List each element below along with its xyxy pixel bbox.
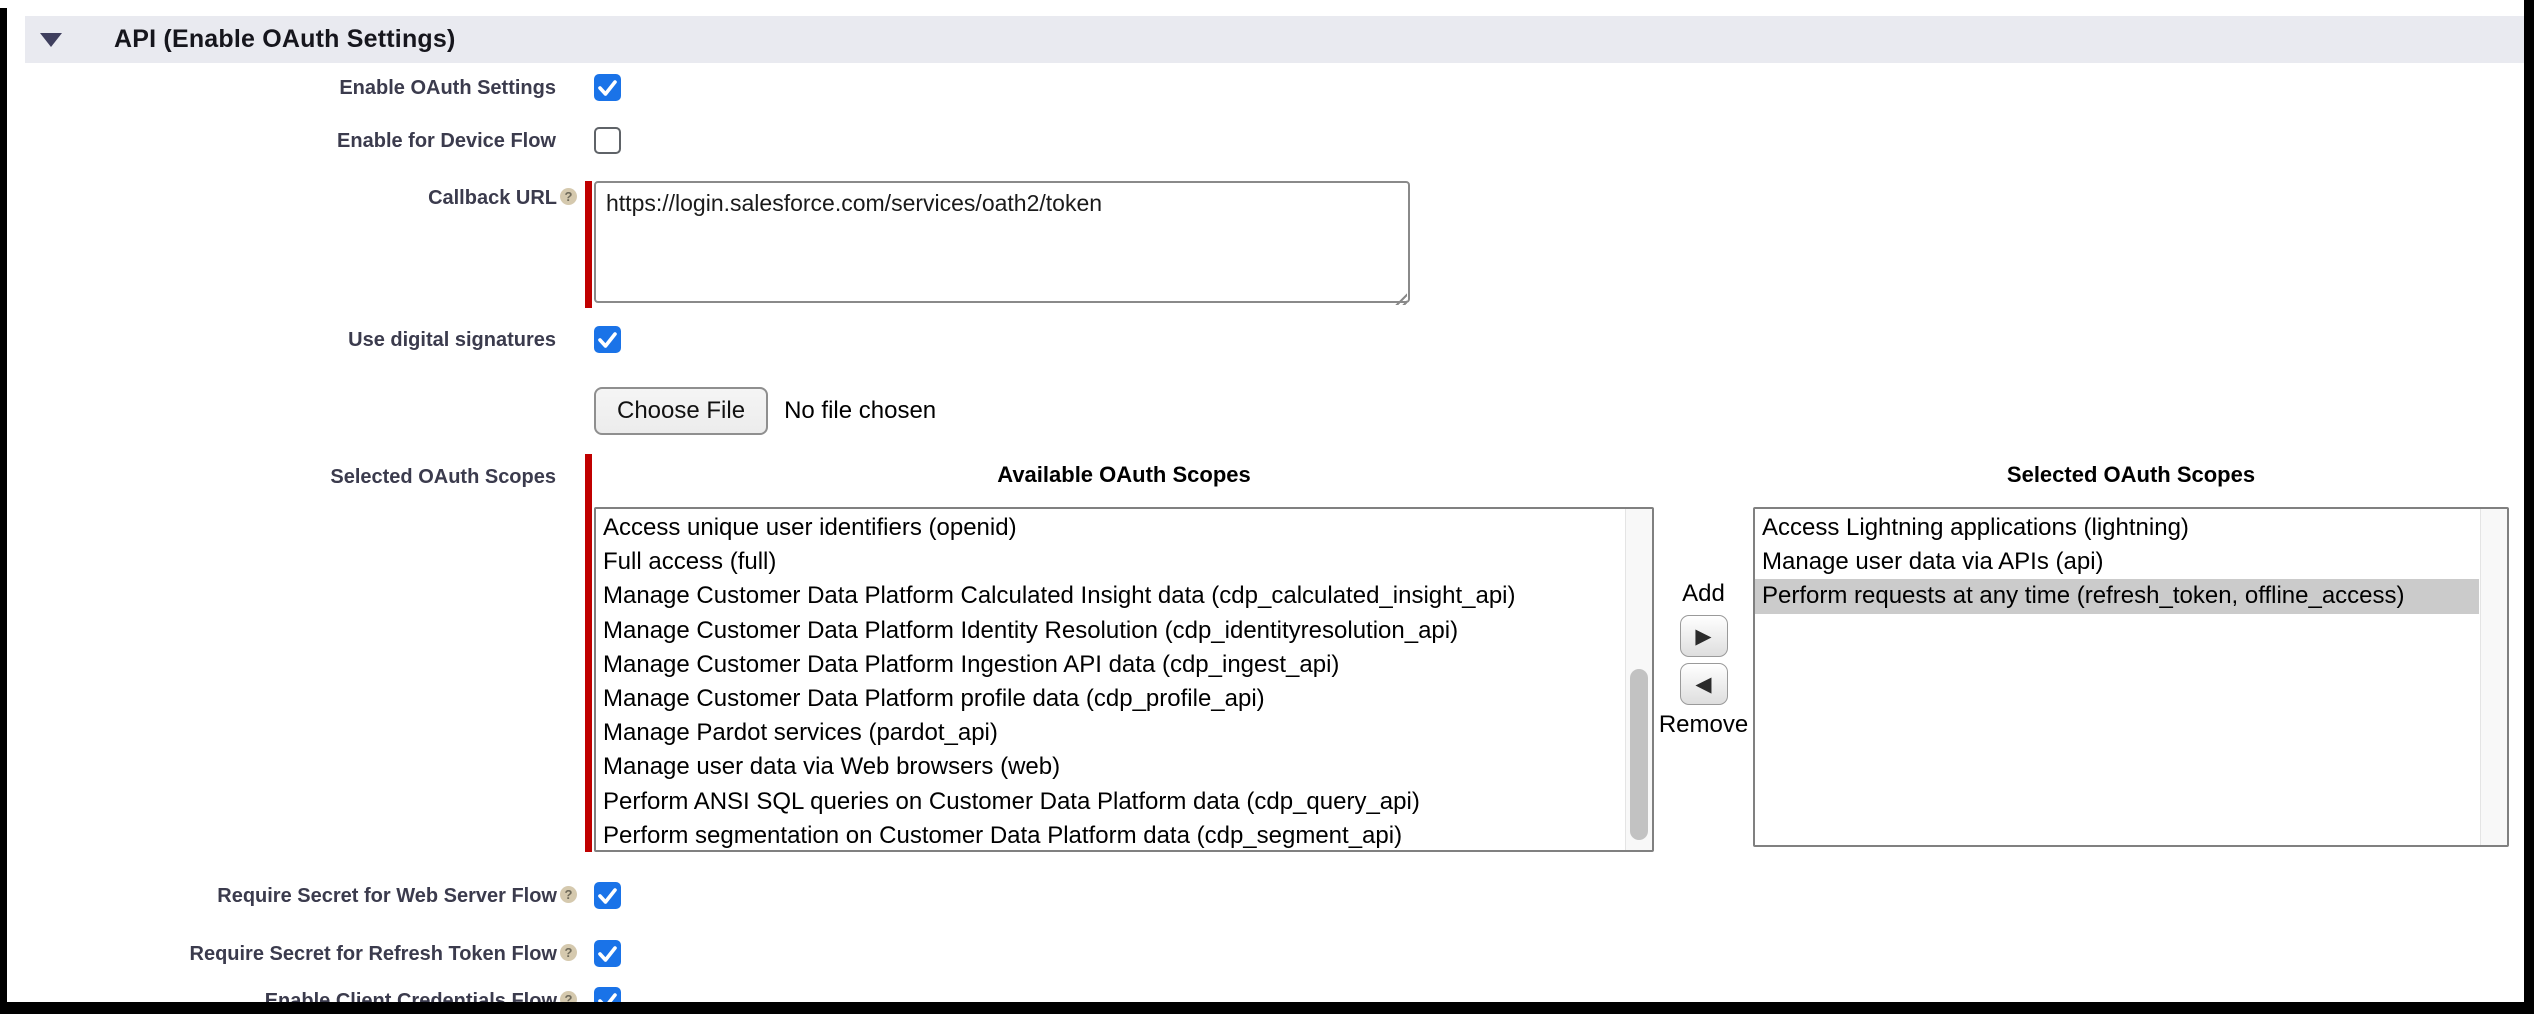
require-secret-web-checkbox[interactable] xyxy=(594,882,621,909)
enable-oauth-checkbox[interactable] xyxy=(594,74,621,101)
remove-label: Remove xyxy=(1658,711,1749,738)
available-scope-option[interactable]: Full access (full) xyxy=(603,548,777,576)
oauth-scopes-row: Selected OAuth Scopes Available OAuth Sc… xyxy=(0,454,2534,852)
available-scope-option[interactable]: Manage Customer Data Platform Ingestion … xyxy=(603,650,1340,678)
selected-scopes-scrollbar[interactable] xyxy=(2480,509,2507,845)
help-icon[interactable]: ? xyxy=(560,943,577,961)
callback-url-label: Callback URL? xyxy=(0,181,577,211)
device-flow-label: Enable for Device Flow xyxy=(337,129,556,152)
available-scopes-list[interactable]: Access unique user identifiers (openid) F… xyxy=(594,507,1654,852)
require-secret-refresh-checkbox[interactable] xyxy=(594,940,621,967)
available-scope-option[interactable]: Perform ANSI SQL queries on Customer Dat… xyxy=(603,787,1420,815)
section-title: API (Enable OAuth Settings) xyxy=(114,25,456,53)
available-scope-option[interactable]: Manage user data via Web browsers (web) xyxy=(603,753,1061,781)
available-scope-option[interactable]: Manage Customer Data Platform profile da… xyxy=(603,685,1265,713)
choose-file-button[interactable]: Choose File xyxy=(594,387,769,435)
selected-scopes-list[interactable]: Access Lightning applications (lightning… xyxy=(1753,507,2509,847)
device-flow-row: Enable for Device Flow xyxy=(0,127,2534,154)
selected-scope-option[interactable]: Manage user data via APIs (api) xyxy=(1762,548,2104,576)
oauth-scopes-label: Selected OAuth Scopes xyxy=(330,466,556,488)
add-label: Add xyxy=(1682,580,1725,607)
require-secret-refresh-row: Require Secret for Refresh Token Flow? xyxy=(0,940,2534,967)
file-chosen-status: No file chosen xyxy=(784,397,937,424)
available-scopes-scrollbar[interactable] xyxy=(1625,509,1652,850)
screenshot-frame xyxy=(0,8,7,1014)
help-icon[interactable]: ? xyxy=(560,188,577,205)
scrollbar-thumb[interactable] xyxy=(1630,669,1648,840)
enable-oauth-label: Enable OAuth Settings xyxy=(339,76,556,99)
digital-signatures-checkbox[interactable] xyxy=(594,326,621,353)
screenshot-frame xyxy=(0,1002,2534,1014)
digital-signatures-label: Use digital signatures xyxy=(348,328,556,351)
available-scopes-header: Available OAuth Scopes xyxy=(997,462,1251,487)
available-scope-option[interactable]: Perform segmentation on Customer Data Pl… xyxy=(603,821,1403,849)
available-scope-option[interactable]: Manage Customer Data Platform Identity R… xyxy=(603,616,1459,644)
require-secret-web-row: Require Secret for Web Server Flow? xyxy=(0,882,2534,909)
selected-scopes-header: Selected OAuth Scopes xyxy=(2006,462,2256,487)
section-header-bar: API (Enable OAuth Settings) xyxy=(25,16,2524,63)
available-scope-option[interactable]: Manage Pardot services (pardot_api) xyxy=(603,719,998,747)
left-arrow-icon: ◀ xyxy=(1695,672,1712,696)
selected-scope-option[interactable]: Access Lightning applications (lightning… xyxy=(1762,514,2189,541)
callback-url-textarea[interactable] xyxy=(594,181,1410,303)
enable-oauth-row: Enable OAuth Settings xyxy=(0,74,2534,101)
screenshot-frame xyxy=(2524,0,2534,1014)
digital-signatures-row: Use digital signatures xyxy=(0,326,2534,353)
callback-url-row: Callback URL? xyxy=(0,181,2534,308)
require-secret-web-label: Require Secret for Web Server Flow? xyxy=(0,883,577,909)
device-flow-checkbox[interactable] xyxy=(594,127,621,154)
help-icon[interactable]: ? xyxy=(560,885,577,903)
right-arrow-icon: ▶ xyxy=(1695,624,1712,648)
scope-move-controls: Add ▶ ◀ Remove xyxy=(1654,507,1753,852)
require-secret-refresh-label: Require Secret for Refresh Token Flow? xyxy=(0,941,577,967)
collapse-section-icon[interactable] xyxy=(40,32,62,47)
selected-scope-option[interactable]: Perform requests at any time (refresh_to… xyxy=(1755,579,2479,614)
required-field-bar xyxy=(585,454,592,852)
remove-scope-button[interactable]: ◀ xyxy=(1679,663,1728,705)
available-scope-option[interactable]: Manage Customer Data Platform Calculated… xyxy=(603,582,1516,610)
available-scope-option[interactable]: Access unique user identifiers (openid) xyxy=(603,514,1017,541)
certificate-upload-row: Choose File No file chosen xyxy=(0,387,2534,435)
add-scope-button[interactable]: ▶ xyxy=(1679,615,1728,657)
required-field-bar xyxy=(585,181,592,308)
